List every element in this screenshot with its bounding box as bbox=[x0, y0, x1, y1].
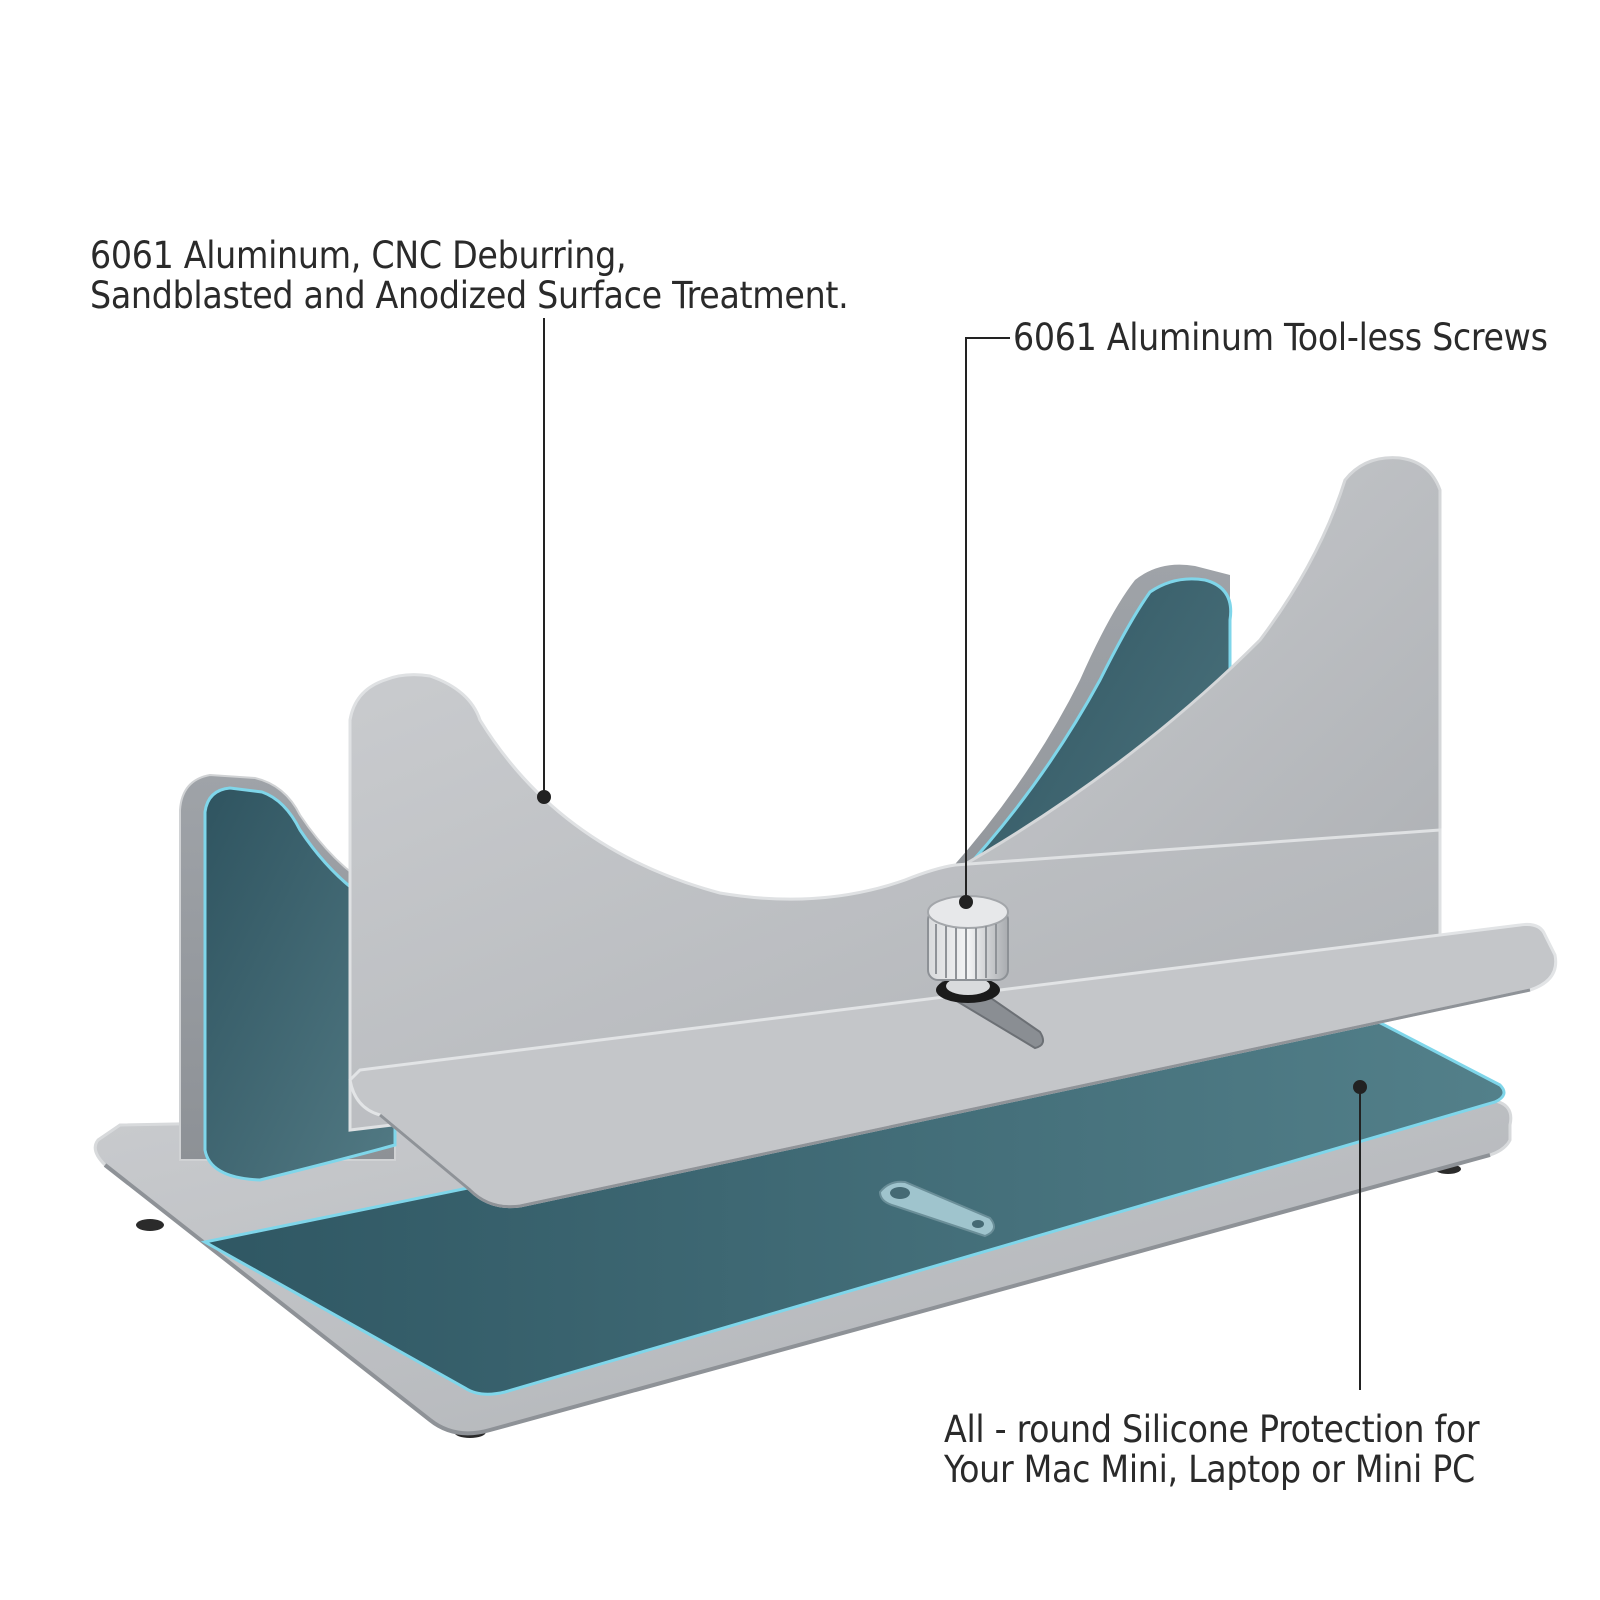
callout-silicone-line1: All - round Silicone Protection for bbox=[944, 1408, 1480, 1451]
thumb-screw bbox=[927, 895, 1009, 1003]
callout-silicone-line2: Your Mac Mini, Laptop or Mini PC bbox=[944, 1448, 1475, 1491]
leader-lines bbox=[537, 318, 1367, 1390]
front-bracket-plate bbox=[348, 923, 1558, 1209]
leader-line-screws bbox=[965, 337, 1010, 900]
callout-screws-text: 6061 Aluminum Tool-less Screws bbox=[1013, 318, 1548, 358]
callout-aluminum-line2: Sandblasted and Anodized Surface Treatme… bbox=[90, 274, 849, 317]
callout-silicone-text: All - round Silicone Protection for Your… bbox=[944, 1408, 1480, 1491]
right-fin bbox=[950, 456, 1442, 922]
callout-aluminum-text: 6061 Aluminum, CNC Deburring, Sandblaste… bbox=[90, 234, 849, 317]
callout-screws-line1: 6061 Aluminum Tool-less Screws bbox=[1013, 316, 1548, 359]
base-slot bbox=[878, 1180, 995, 1238]
callout-aluminum-line1: 6061 Aluminum, CNC Deburring, bbox=[90, 234, 627, 277]
